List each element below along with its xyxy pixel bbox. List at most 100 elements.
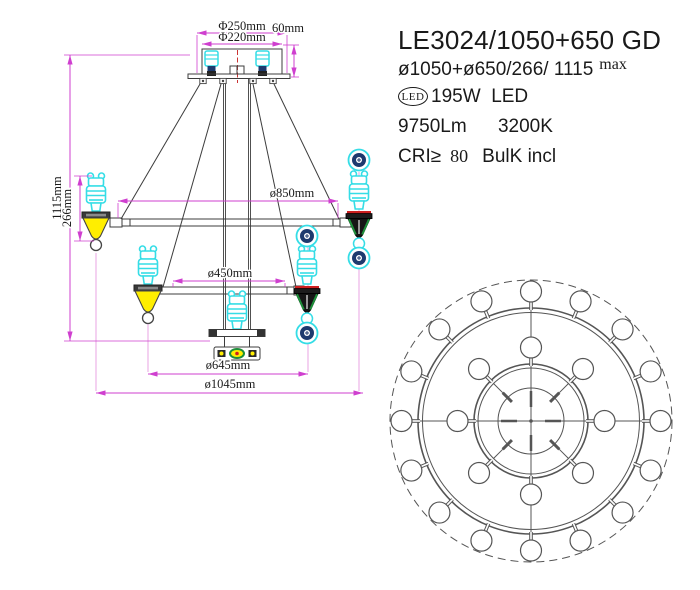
finial-dot [219,351,224,356]
candle-lower-left [133,245,163,325]
candle-upper-left [81,172,111,252]
plan-bulb-stem [420,462,429,468]
inner-ring-circle-inner [477,367,585,475]
plan-bulb [428,501,451,524]
plan-view [389,279,673,563]
plan-bulb [611,318,634,341]
cri-label: CRI≥ [398,145,442,167]
dimensions-summary: ø1050+ø650/266/ 1115 max [398,55,693,81]
dimensions-max-suffix: max [599,55,627,73]
plate-screw [269,77,277,85]
plan-bulb [470,290,493,313]
cable-gripper-right [255,50,270,77]
plan-inner-bulb-ring [446,336,616,506]
plan-bulb-stem [420,374,429,380]
power-row: LED 195W LED [398,86,693,108]
plan-bulb-stem [633,462,642,468]
dim-canopy-height: 60mm [272,21,304,35]
plan-bulb [569,529,592,552]
plan-bulb [519,483,543,506]
bulb-top-view [295,321,319,345]
cable-gripper-left [204,50,219,77]
plan-bulb [519,280,543,303]
plan-bulb-stem [608,335,617,344]
ceiling-canopy [187,48,291,85]
center-candle-bulb [226,290,248,330]
bottom-finial [208,290,266,361]
bulb-top-view [347,148,371,172]
center-hub-circle [497,387,565,455]
plan-bulb-stem [569,375,577,383]
plan-outer-bulb-ring [390,280,672,562]
plate-screw [219,77,227,85]
finial-center-dot [235,351,239,356]
lumens-value: 9750Lm [398,115,467,137]
plan-bulb [470,529,493,552]
extension-centerlines [95,50,360,391]
dim-upper-span: ø1045mm [205,377,256,391]
candle-upper-right [345,148,373,270]
plan-bulb [611,501,634,524]
plan-bulb [571,357,595,381]
plan-bulb-stem [485,375,493,383]
plan-bulb [467,461,491,485]
plan-bulb [639,360,662,383]
center-rods [223,79,251,330]
power-value: 195W LED [431,85,529,107]
dimensions-text: ø1050+ø650/266/ 1115 [398,58,594,80]
plan-bulb [390,409,413,433]
plan-bulb [519,539,543,562]
lumens-row: 9750Lm 3200K [398,116,693,138]
led-badge: LED [398,87,428,107]
bar-end-block [257,329,265,337]
plan-bulb [571,461,595,485]
dim-total-height: 1115mm [50,176,64,220]
plan-bulb-stem [608,498,617,507]
plan-bulb-stem [484,523,490,532]
plan-bulb [569,290,592,313]
candle-lower-right [293,224,321,345]
plan-bulb [639,459,662,482]
plan-bulb [649,409,672,433]
dim-canopy-outer: Φ250mm [218,19,266,33]
canopy-plate [187,73,291,79]
center-dot [529,419,533,423]
plan-bulb [593,409,616,433]
plan-bulb-stem [633,374,642,380]
hub-spokes [493,383,569,459]
plan-bulb [400,459,423,482]
bulb-included-note: BulK incl [482,145,557,167]
dim-upper-ring: ø850mm [270,186,315,200]
bulb-top-view [295,224,319,248]
upper-ring [109,217,352,228]
max-diameter-dashed-circle [389,279,673,563]
plate-screw [199,77,207,85]
plan-bulb-stem [572,310,578,319]
plan-bulb [428,318,451,341]
cri-value: 80 [450,145,469,166]
plan-bulb-stem [484,310,490,319]
color-temperature-value: 3200K [497,115,553,137]
plan-bulb [519,336,543,359]
plan-bulb-stem [569,459,577,467]
outer-ring-circle-inner [422,312,640,530]
dim-candle-height: 266mm [60,189,74,227]
plan-bulb [467,357,491,381]
bulb-top-view [347,246,371,270]
dim-lower-ring: ø450mm [208,266,253,280]
finial-dot [250,351,255,356]
dim-lower-span: ø645mm [206,358,251,372]
suspension-cables [120,83,340,288]
plan-bulb-stem [445,335,454,344]
dim-canopy-inner: Φ220mm [218,30,266,44]
plate-screw [249,77,257,85]
cri-row: CRI≥ 80 BulK incl [398,146,693,168]
dimension-annotations: Φ250mm Φ220mm 60mm ø850mm ø450mm ø645mm [49,18,363,396]
front-elevation: Φ250mm Φ220mm 60mm ø850mm ø450mm ø645mm [49,18,373,396]
plan-bulb-stem [485,459,493,467]
plan-bulb-stem [445,498,454,507]
plan-bulb-stem [572,523,578,532]
